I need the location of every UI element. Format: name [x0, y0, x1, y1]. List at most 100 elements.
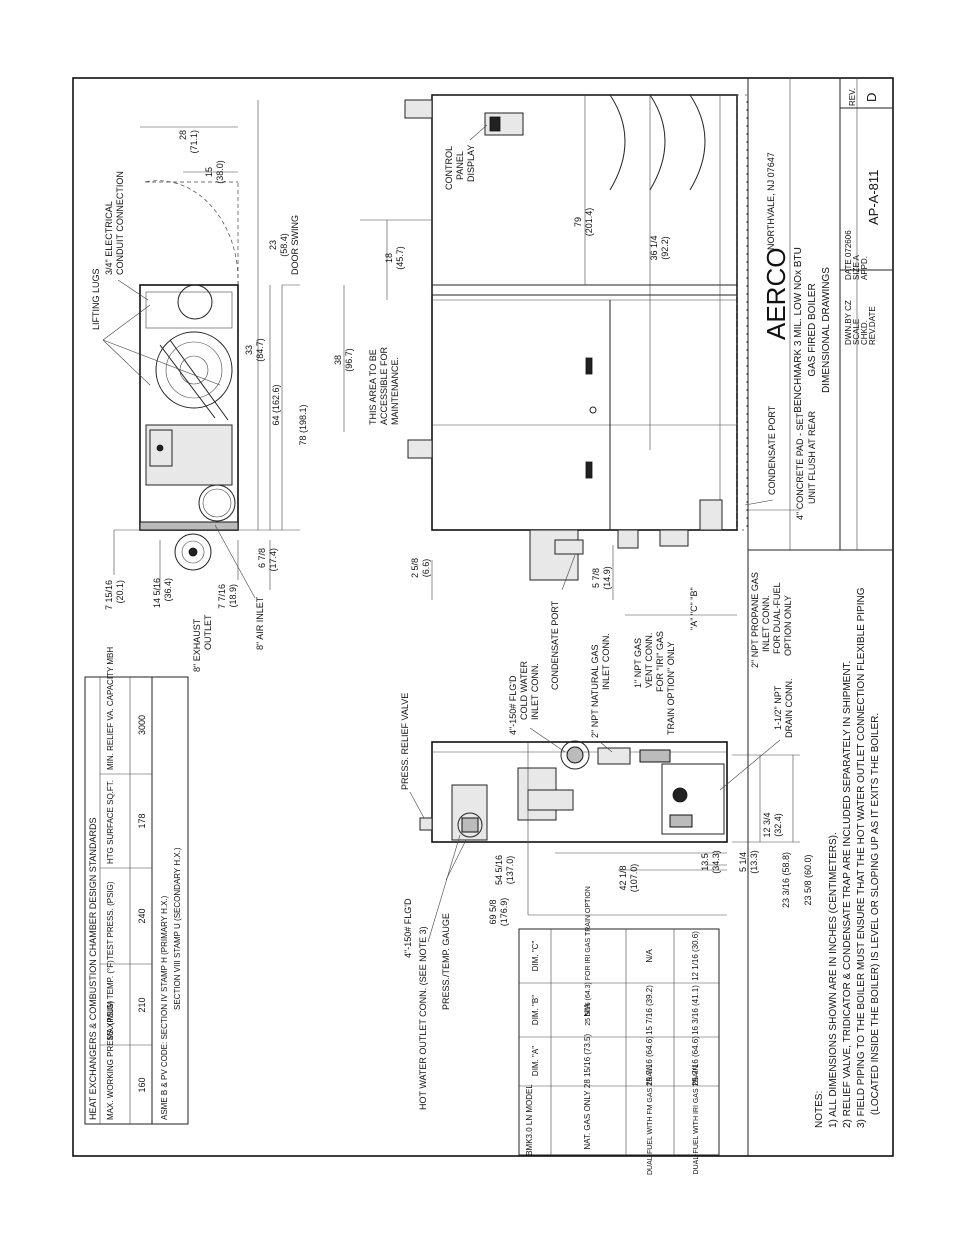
pad-label-1: 4" CONCRETE PAD - SET [795, 412, 805, 520]
dim-7-15-16-cm: (20.1) [115, 580, 125, 604]
dim-36-cm: (92.2) [660, 236, 670, 260]
condensate-port-top-label: CONDENSATE PORT [767, 405, 777, 495]
gauge-label: PRESS./TEMP. GAUGE [441, 913, 451, 1010]
dim-13-5: 13.5 [700, 853, 710, 871]
door-swing-label: DOOR SWING [290, 215, 300, 275]
natural-gas-label-2: INLET CONN. [601, 633, 611, 690]
design-header-4: MIN. RELIEF VA. CAPACITY MBH [106, 647, 115, 770]
checked-field: CHKD. [860, 320, 869, 345]
dim-78: 78 (198.1) [298, 404, 308, 445]
dim-36: 36 1/4 [649, 235, 659, 260]
dim-row-0-model: NAT. GAS ONLY [583, 1090, 592, 1150]
design-header-0: MAX. WORKING PRESS. (PSIG) [106, 1001, 115, 1120]
dim-33-cm: (84.7) [255, 338, 265, 362]
dim-23-cm: (58.4) [279, 233, 289, 257]
vent-label-3: FOR "IRI" GAS [655, 631, 665, 692]
maint-label-1: THIS AREA TO BE [368, 349, 378, 425]
dim-14-5-16-cm: (36.4) [163, 578, 173, 602]
design-value-1: 210 [137, 997, 147, 1012]
dim-table-header-0: BMK3.0 LN MODEL [525, 1084, 534, 1156]
dim-6-7-8: 6 7/8 [257, 548, 267, 568]
dim-row-2-c: 12 1/16 (30.6) [691, 931, 700, 981]
design-value-2: 240 [137, 908, 147, 923]
dim-row-0-c: 25 5/16 (64.3) FOR IRI GAS TRAIN OPTION [585, 886, 592, 1026]
control-panel-label-3: DISPLAY [466, 145, 476, 182]
dim-15-cm: (38.0) [215, 160, 225, 184]
dim-table-header-3: DIM. "C" [531, 941, 540, 972]
title-line-3: DIMENSIONAL DRAWINGS [821, 267, 832, 393]
dim-69: 69 5/8 [488, 899, 498, 924]
dim-abc: "A" "C" "B" [689, 587, 699, 630]
dim-28-cm: (71.1) [189, 130, 199, 154]
dim-2-5-8-cm: (6.6) [421, 559, 431, 578]
vent-label-2: VENT CONN. [644, 633, 654, 688]
dim-5-1-4: 5 1/4 [738, 852, 748, 872]
dim-row-1-model: DUAL-FUEL WITH FM GAS TRAIN [647, 1065, 654, 1175]
sheet-border [72, 77, 894, 1157]
dim-table-header-1: DIM. "A" [531, 1046, 540, 1076]
condensate-port-bottom-label: CONDENSATE PORT [550, 600, 560, 690]
elec-conduit-label-2: CONDUIT CONNECTION [115, 171, 125, 275]
company-address: NORTHVALE, NJ 07647 [766, 152, 776, 250]
dim-23: 23 [268, 240, 278, 250]
title-block: AERCO NORTHVALE, NJ 07647 BENCHMARK 3 MI… [747, 78, 893, 1156]
dim-79-cm: (201.4) [584, 208, 594, 237]
rev-label: REV. [848, 88, 857, 106]
dim-23-3-16: 23 3/16 (58.8) [781, 852, 791, 908]
side-view-body [431, 94, 738, 531]
dim-7-7-16: 7 7/16 [217, 584, 227, 609]
dim-23-5-8: 23 5/8 (60.0) [803, 854, 813, 905]
propane-label-3: FOR DUAL-FUEL [772, 582, 782, 654]
dim-table-header-2: DIM. "B" [531, 995, 540, 1025]
pad-label-2: UNIT FLUSH AT REAR [807, 410, 817, 504]
maint-label-2: ACCESSIBLE FOR [379, 346, 389, 425]
title-line-1: BENCHMARK 3 MIL. LOW NOx BTU [793, 247, 804, 413]
dim-row-1-a: 25 7/16 (64.6) [645, 1036, 654, 1086]
rev-value: D [864, 93, 879, 102]
dim-row-0-a: 28 15/16 (73.5) [583, 1034, 592, 1089]
natural-gas-label-1: 2" NPT NATURAL GAS [590, 644, 600, 738]
dim-14-5-16: 14 5/16 [152, 578, 162, 608]
cold-water-label-1: 4"-150# FLG'D [508, 675, 518, 735]
note-3-continued: (LOCATED INSIDE THE BOILER) IS LEVEL OR … [870, 713, 881, 1115]
elec-conduit-label-1: 3/4" ELECTRICAL [104, 201, 114, 275]
dim-5-1-4-cm: (13.3) [749, 850, 759, 874]
control-panel-label-2: PANEL [455, 151, 465, 180]
drawn-by: DWN.BY CZ [844, 300, 853, 345]
maint-label-3: MAINTENANCE. [390, 357, 400, 425]
asme-code-line-1: ASME B & PV CODE: SECTION IV STAMP H (PR… [160, 895, 169, 1120]
design-value-0: 160 [137, 1077, 147, 1092]
dim-18-cm: (45.7) [395, 246, 405, 270]
dim-42-cm: (107.0) [629, 864, 639, 893]
dim-13-5-cm: (34.3) [711, 850, 721, 874]
exhaust-label-2: OUTLET [203, 614, 213, 650]
exhaust-label-1: 8" EXHAUST [192, 618, 202, 672]
hot-water-label-2: HOT WATER OUTLET CONN. (SEE NOTE 3) [418, 926, 428, 1110]
top-view: 28 (71.1) 15 (38.0) 23 (58.4) DOOR SWING… [91, 100, 308, 672]
relief-valve-label: PRESS. RELIEF VALVE [400, 693, 410, 790]
dim-54: 54 5/16 [494, 855, 504, 885]
dim-6-7-8-cm: (17.4) [268, 548, 278, 572]
dim-28: 28 [178, 130, 188, 140]
dim-row-2-b: 16 3/16 (41.1) [691, 985, 700, 1035]
note-3: 3) FIELD PIPING TO THE BOILER MUST ENSUR… [856, 587, 867, 1128]
dim-18: 18 [384, 253, 394, 263]
hot-water-outlet [457, 812, 483, 838]
asme-code-line-2: SECTION VIII STAMP U (SECONDARY H.X.) [173, 847, 182, 1010]
relief-valve [419, 817, 433, 831]
design-value-4: 3000 [137, 715, 147, 735]
title-line-2: GAS FIRED BOILER [807, 283, 818, 376]
dim-5-7-8-cm: (14.9) [602, 566, 612, 590]
design-table-title: HEAT EXCHANGERS & COMBUSTION CHAMBER DES… [88, 817, 98, 1120]
lifting-lugs-label: LIFTING LUGS [91, 268, 101, 330]
note-1: 1) ALL DIMENSIONS SHOWN ARE IN INCHES (C… [828, 832, 839, 1128]
dim-row-2-model: DUAL-FUEL WITH IRI GAS TRAIN [693, 1066, 700, 1175]
dim-64: 64 (162.6) [271, 384, 281, 425]
drain-label-2: DRAIN CONN. [784, 678, 794, 738]
design-value-3: 178 [137, 813, 147, 828]
dim-42: 42 1/8 [618, 865, 628, 890]
notes-heading: NOTES: [814, 1091, 825, 1128]
cold-water-inlet [560, 740, 590, 770]
